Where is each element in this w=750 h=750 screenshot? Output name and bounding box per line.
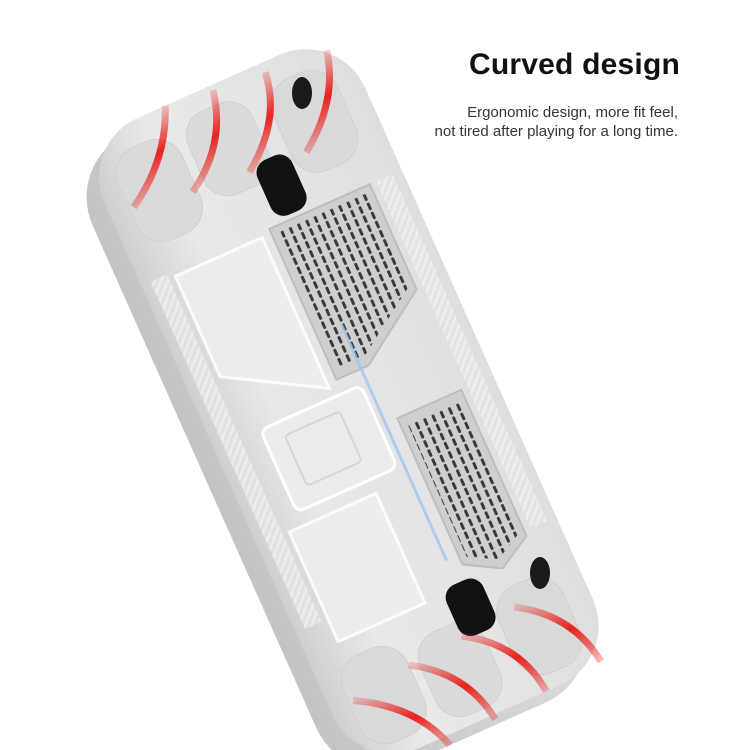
top-grip: [115, 49, 359, 242]
top-shoulder-button: [292, 77, 312, 109]
subtext-line-2: not tired after playing for a long time.: [434, 123, 678, 140]
subtext-line-1: Ergonomic design, more fit feel,: [467, 104, 678, 121]
kickstand: [261, 386, 397, 512]
bottom-button-cutout: [445, 578, 496, 637]
console-case: [86, 49, 604, 750]
headline: Curved design: [469, 48, 680, 81]
bottom-shoulder-button: [530, 557, 550, 589]
bottom-grip: [341, 576, 604, 748]
top-vent: [278, 193, 409, 368]
bottom-vent: [407, 401, 518, 560]
subtext: Ergonomic design, more fit feel, not tir…: [435, 103, 678, 141]
top-button-cutout: [256, 154, 307, 216]
